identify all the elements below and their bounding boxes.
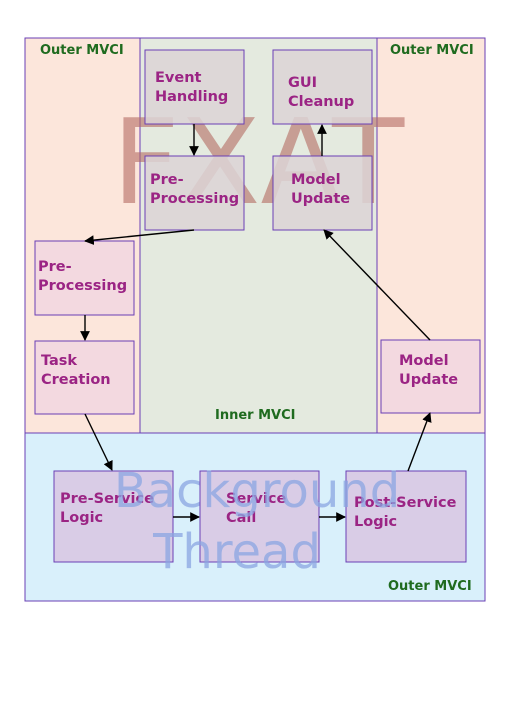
box-label-line: Update [399, 372, 458, 388]
box-label-line: Logic [354, 514, 397, 530]
arrow-outer-model-update-to-inner-model-update [323, 229, 431, 341]
box-label-line: Model [291, 172, 341, 188]
task-creation-box: Task Creation [34, 340, 135, 415]
outer-preprocessing-box: Pre- Processing [34, 240, 135, 316]
svg-text:Update: Update [399, 372, 458, 388]
svg-text:Pre-: Pre- [150, 172, 184, 188]
flow-arrows [80, 124, 432, 522]
box-label-line: Pre- [38, 259, 72, 275]
outer-mvci-label-top-left: Outer MVCI [40, 43, 124, 58]
box-label-line: Task [41, 353, 77, 369]
svg-text:GUI: GUI [288, 75, 317, 91]
box-label-line: Creation [41, 372, 111, 388]
inner-mvci-label: Inner MVCI [215, 408, 295, 423]
box-label-line: Logic [60, 510, 103, 526]
post-service-logic-box: Post-Service Logic [345, 470, 467, 563]
svg-text:Model: Model [291, 172, 341, 188]
background-thread-watermark-line2: Thread [152, 524, 321, 580]
box-label-line: Handling [155, 89, 228, 105]
box-label-line: GUI [288, 75, 317, 91]
background-thread-watermark: Background [114, 463, 400, 519]
svg-text:Service: Service [226, 491, 286, 507]
box-label-line: Service [226, 491, 286, 507]
svg-text:Handling: Handling [155, 89, 228, 105]
svg-text:Post-Service: Post-Service [354, 495, 457, 511]
pre-service-logic-box: Pre-Service Logic [53, 470, 174, 563]
watermark-line-2: Thread [152, 524, 321, 580]
box-label-line: Update [291, 191, 350, 207]
box-label-line: Processing [38, 278, 127, 294]
arrow-post-service-to-outer-model-update [407, 412, 432, 472]
svg-text:Update: Update [291, 191, 350, 207]
box-label-line: Processing [150, 191, 239, 207]
event-handling-box: Event Handling [144, 49, 245, 125]
svg-text:Cleanup: Cleanup [288, 94, 354, 110]
inner-model-update-box: Model Update [272, 155, 373, 231]
svg-text:Model: Model [399, 353, 449, 369]
box-label-line: Post-Service [354, 495, 457, 511]
svg-text:Pre-Service: Pre-Service [60, 491, 154, 507]
box-label-line: Call [226, 510, 256, 526]
svg-text:Logic: Logic [354, 514, 397, 530]
box-label-line: Pre-Service [60, 491, 154, 507]
watermark-line-1: Background [114, 463, 400, 519]
gui-cleanup-box: GUI Cleanup [272, 49, 373, 125]
inner-preprocessing-box: Pre- Processing [144, 155, 245, 231]
outer-model-update-box: Model Update [380, 339, 481, 414]
box-label-line: Model [399, 353, 449, 369]
box-label-line: Pre- [150, 172, 184, 188]
box-label-line: Cleanup [288, 94, 354, 110]
svg-text:Creation: Creation [41, 372, 111, 388]
arrow-preprocessing-to-outer-preprocessing [84, 229, 195, 245]
arrow-task-creation-to-pre-service [84, 413, 113, 471]
box-label-line: Event [155, 70, 202, 86]
service-call-box: Service Call [199, 470, 320, 563]
svg-text:Processing: Processing [38, 278, 127, 294]
outer-mvci-label-bottom: Outer MVCI [388, 579, 472, 594]
svg-text:Pre-: Pre- [38, 259, 72, 275]
svg-text:Call: Call [226, 510, 256, 526]
svg-text:Logic: Logic [60, 510, 103, 526]
outer-mvci-label-top-right: Outer MVCI [390, 43, 474, 58]
svg-text:Processing: Processing [150, 191, 239, 207]
svg-text:Task: Task [41, 353, 77, 369]
svg-text:Event: Event [155, 70, 202, 86]
